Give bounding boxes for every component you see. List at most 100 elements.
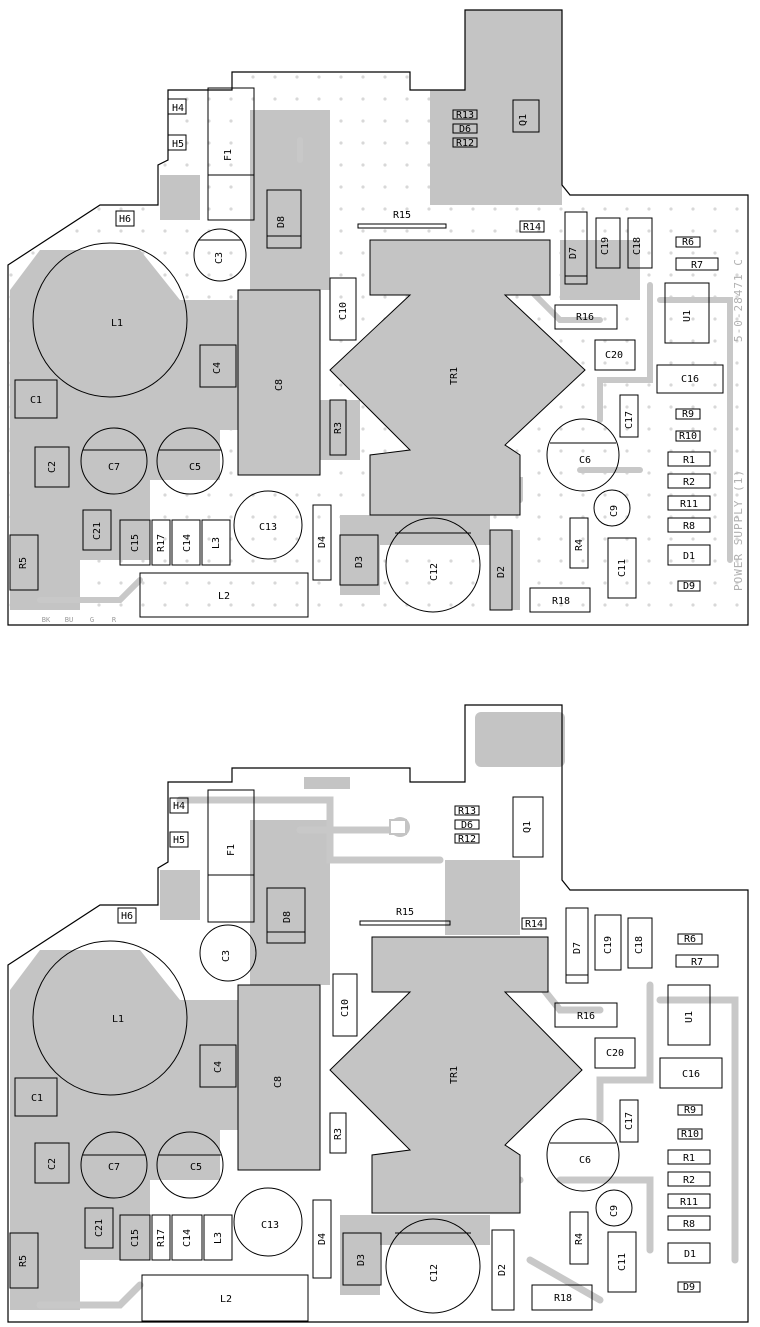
c9-outline: [593, 489, 631, 527]
r18-outline: [529, 587, 591, 613]
board-name-silkscreen: POWER SUPPLY (1): [732, 469, 745, 591]
label-d1: D1: [683, 551, 695, 562]
label-h4: H4: [172, 103, 184, 114]
label-c11: C11: [617, 559, 628, 577]
label-b-h6: H6: [121, 911, 133, 922]
r1-outline: [667, 451, 711, 467]
label-b-r14: R14: [525, 919, 543, 930]
pad-label-r: R: [112, 616, 117, 624]
c15-outline: [119, 519, 151, 566]
pad-label-bk: BK: [42, 616, 51, 624]
label-r4: R4: [574, 539, 585, 551]
label-b-q1: Q1: [522, 821, 533, 833]
c17-outline: [619, 394, 639, 438]
label-h6: H6: [119, 214, 131, 225]
d4-outline: [312, 504, 332, 581]
label-b-r5: R5: [18, 1255, 29, 1267]
l3-outline: [201, 519, 231, 566]
c2-outline: [34, 446, 70, 488]
label-r8: R8: [683, 521, 695, 532]
label-b-h4: H4: [173, 801, 185, 812]
u1-outline: [664, 282, 710, 344]
h4-outline: [167, 98, 187, 115]
label-b-d6: D6: [461, 820, 473, 831]
board-outline: [7, 9, 749, 626]
label-c2: C2: [47, 461, 58, 473]
label-b-d2: D2: [497, 1264, 508, 1276]
r4-outline: [569, 517, 589, 569]
pcb-bottom: H4 H5 F1 R13 D6 R12 Q1 H6 D8 R15 R14 D7 …: [7, 704, 749, 1323]
c12-outline: [385, 517, 481, 613]
label-b-c2: C2: [47, 1158, 58, 1170]
label-b-c9: C9: [609, 1205, 620, 1217]
c18-outline: [627, 217, 653, 269]
label-c1: C1: [30, 395, 42, 406]
label-d6: D6: [459, 124, 471, 135]
label-b-c19: C19: [603, 936, 614, 954]
label-b-c16: C16: [682, 1069, 700, 1080]
r12-outline: [452, 137, 478, 148]
label-b-r9: R9: [684, 1105, 696, 1116]
label-b-c7: C7: [108, 1162, 120, 1173]
label-u1: U1: [682, 310, 693, 322]
label-b-c14: C14: [182, 1229, 193, 1247]
label-b-tr1: TR1: [449, 1066, 460, 1084]
label-r13: R13: [456, 110, 474, 121]
c14-outline: [171, 519, 201, 566]
labels-bottom: H4 H5 F1 R13 D6 R12 Q1 H6 D8 R15 R14 D7 …: [18, 801, 703, 1305]
c8-outline: [237, 289, 321, 476]
label-b-d7: D7: [572, 942, 583, 954]
label-b-c5: C5: [190, 1162, 202, 1173]
label-b-r8: R8: [683, 1219, 695, 1230]
label-d2: D2: [496, 566, 507, 578]
board-id-silkscreen: 5-0-28471 C: [732, 258, 745, 342]
pad-label-g: G: [90, 616, 94, 624]
q1-outline: [512, 99, 540, 133]
label-b-c4: C4: [213, 1061, 224, 1073]
label-b-c17: C17: [624, 1112, 635, 1130]
label-l2: L2: [218, 591, 230, 602]
c1-outline: [14, 379, 58, 419]
label-r17: R17: [156, 534, 167, 552]
c20-outline: [594, 339, 636, 371]
board-outline-bottom: [7, 704, 749, 1323]
h6-outline: [115, 210, 135, 227]
label-b-r4: R4: [574, 1233, 585, 1245]
label-b-c21: C21: [94, 1219, 105, 1237]
copper-pours-bottom: [10, 712, 565, 1310]
label-r3: R3: [333, 422, 344, 434]
d2-outline: [489, 529, 513, 611]
r17-outline: [151, 519, 171, 566]
label-c16: C16: [681, 374, 699, 385]
label-q1: Q1: [518, 114, 529, 126]
label-c3: C3: [214, 252, 225, 264]
label-d4: D4: [317, 536, 328, 548]
label-l3: L3: [211, 537, 222, 549]
label-r1: R1: [683, 455, 695, 466]
pad-label-bu: BU: [65, 616, 73, 624]
label-c18: C18: [632, 237, 643, 255]
label-b-u1: U1: [684, 1011, 695, 1023]
label-b-c11: C11: [617, 1253, 628, 1271]
label-d9: D9: [683, 581, 695, 592]
label-c17: C17: [624, 411, 635, 429]
r16-outline: [554, 304, 618, 330]
label-b-r13: R13: [458, 806, 476, 817]
label-c8: C8: [274, 379, 285, 391]
label-c6: C6: [579, 455, 591, 466]
label-l1: L1: [111, 318, 123, 329]
label-c15: C15: [130, 534, 141, 552]
c4-outline: [199, 344, 237, 388]
label-c4: C4: [212, 362, 223, 374]
label-b-r17: R17: [156, 1229, 167, 1247]
label-b-r1: R1: [683, 1153, 695, 1164]
label-c10: C10: [338, 302, 349, 320]
label-r10: R10: [679, 431, 697, 442]
c19-outline: [595, 217, 621, 269]
label-r7: R7: [691, 260, 703, 271]
label-b-d8: D8: [282, 911, 293, 923]
label-b-d9: D9: [683, 1282, 695, 1293]
label-d3: D3: [354, 556, 365, 568]
label-b-r18: R18: [554, 1293, 572, 1304]
c11-outline: [607, 537, 637, 599]
